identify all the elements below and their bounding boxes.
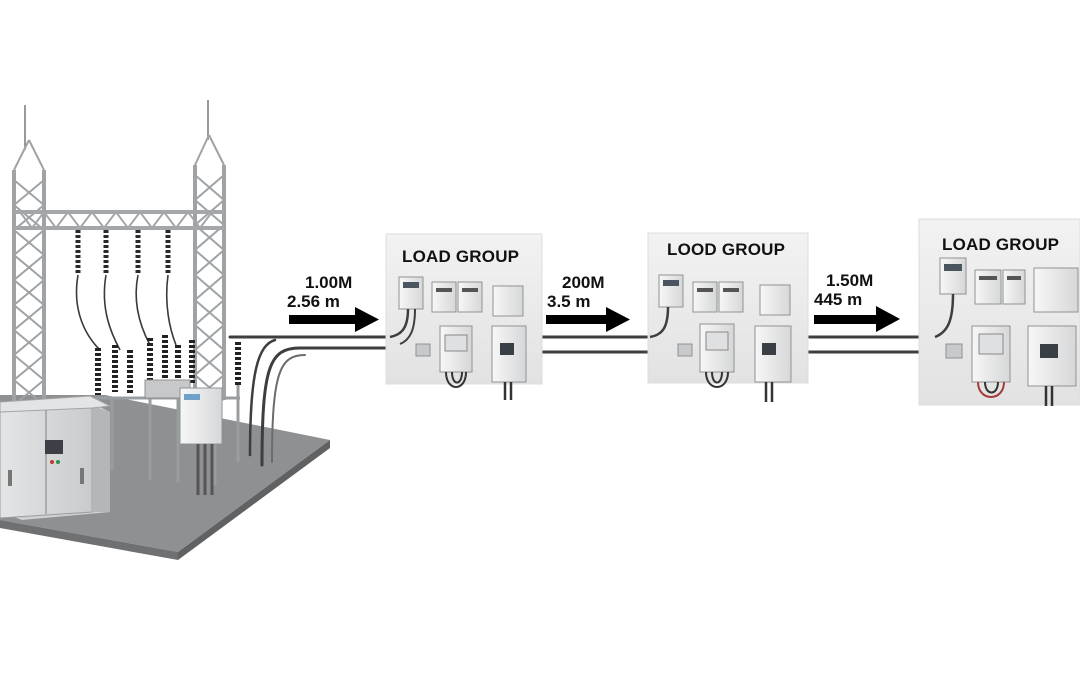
segment-3-length: 445 m bbox=[814, 290, 863, 309]
breaker-icon bbox=[439, 325, 473, 388]
tower-crossbeam bbox=[14, 210, 224, 230]
breaker-icon bbox=[692, 281, 744, 313]
bushing-insulators bbox=[95, 335, 241, 395]
segment-1-length: 2.56 m bbox=[287, 292, 340, 311]
load-group-panel-1 bbox=[385, 233, 543, 400]
transmission-tower-icon bbox=[193, 100, 226, 401]
substation bbox=[0, 100, 330, 560]
load-group-title-2: LOOD GROUP bbox=[667, 240, 786, 259]
hanging-insulators bbox=[75, 230, 171, 275]
breaker-icon bbox=[699, 323, 735, 388]
breaker-icon bbox=[431, 281, 483, 313]
load-group-title-3: LOAD GROUP bbox=[942, 235, 1060, 254]
load-group-title-1: LOAD GROUP bbox=[402, 247, 520, 266]
flow-arrows bbox=[289, 306, 900, 332]
electrical-panel-icon bbox=[754, 284, 792, 383]
meter-icon bbox=[939, 257, 967, 295]
segment-1-value: 1.00M bbox=[305, 273, 353, 292]
breaker-icon bbox=[971, 325, 1011, 398]
meter-icon bbox=[658, 274, 684, 308]
conductors bbox=[75, 274, 177, 351]
segment-3-value: 1.50M bbox=[826, 271, 874, 290]
transmission-tower-icon bbox=[12, 105, 46, 410]
electrical-panel-icon bbox=[1027, 267, 1079, 387]
arrow-right-icon bbox=[289, 307, 379, 332]
arrow-right-icon bbox=[546, 307, 630, 332]
meter-icon bbox=[398, 276, 424, 310]
cable-icon bbox=[228, 335, 957, 467]
load-group-panel-2 bbox=[647, 232, 809, 402]
arrow-right-icon bbox=[814, 306, 900, 332]
electrical-panel-icon bbox=[491, 285, 527, 383]
segment-2-length: 3.5 m bbox=[547, 292, 591, 311]
breaker-icon bbox=[974, 269, 1026, 305]
junction-box bbox=[179, 387, 223, 495]
load-group-panel-3 bbox=[918, 218, 1080, 406]
transformer-cabinet-icon bbox=[0, 395, 112, 520]
segment-2-value: 200M bbox=[562, 273, 605, 292]
